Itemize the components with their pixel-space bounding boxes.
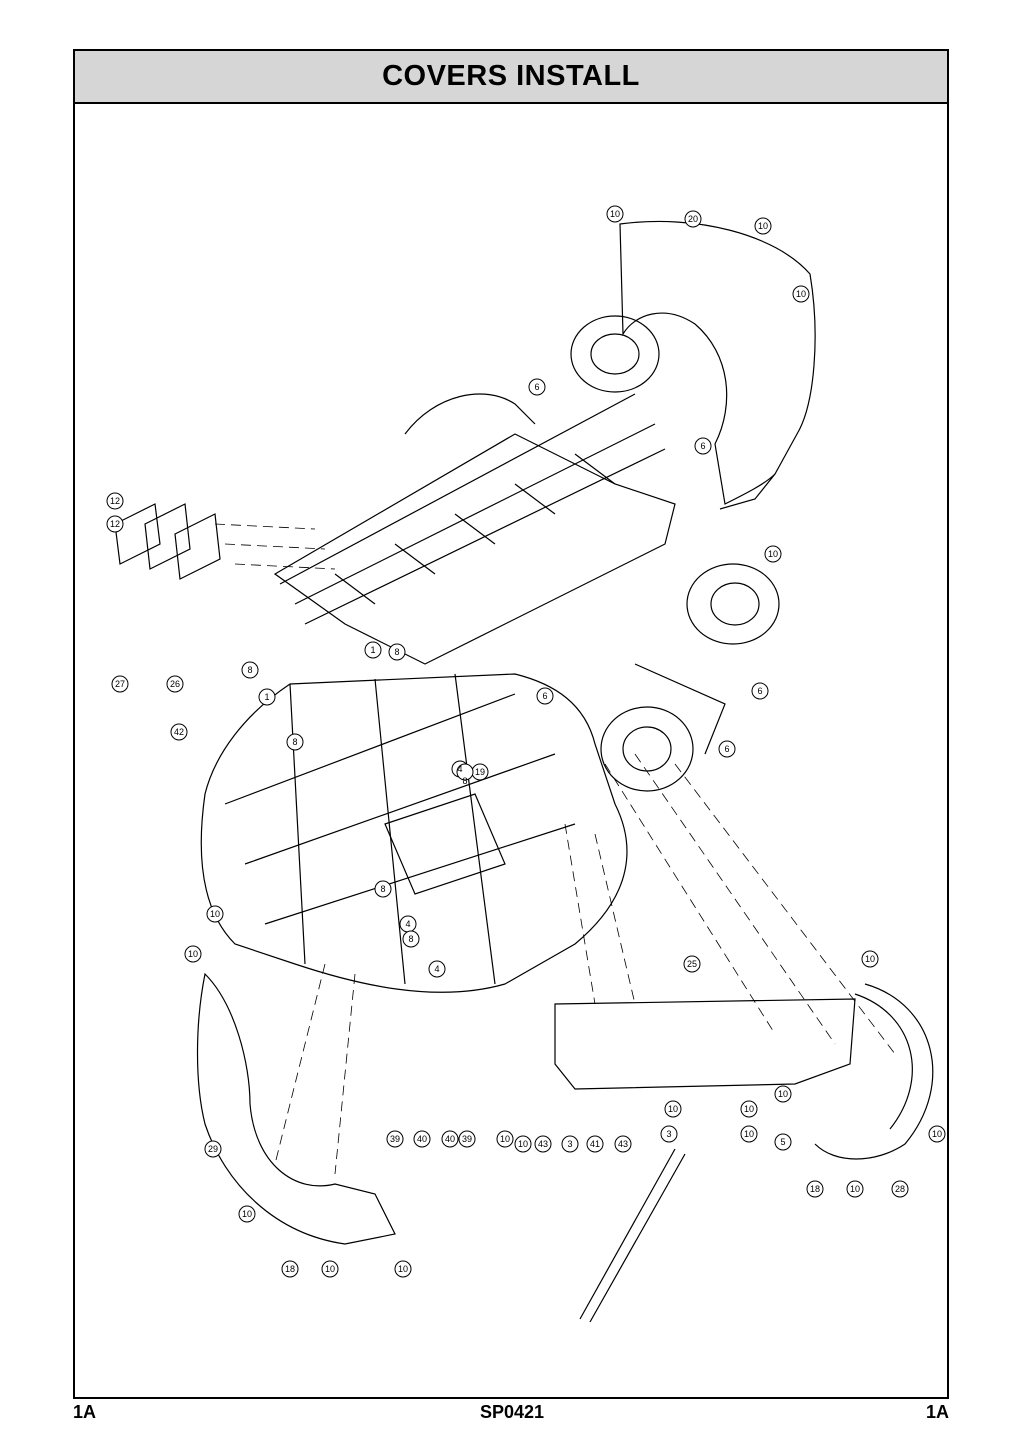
callout-label: 10 — [796, 289, 806, 299]
callout-label: 1 — [264, 692, 269, 702]
callout-label: 10 — [500, 1134, 510, 1144]
callout-label: 8 — [292, 737, 297, 747]
callout-label: 8 — [408, 934, 413, 944]
callout-label: 27 — [115, 679, 125, 689]
callout-label: 10 — [242, 1209, 252, 1219]
callout-label: 10 — [850, 1184, 860, 1194]
callout-label: 40 — [445, 1134, 455, 1144]
callout-label: 12 — [110, 519, 120, 529]
callout-label: 40 — [417, 1134, 427, 1144]
callout-label: 10 — [768, 549, 778, 559]
callout-label: 43 — [618, 1139, 628, 1149]
title-bar: COVERS INSTALL — [75, 51, 947, 104]
callout-label: 42 — [174, 727, 184, 737]
side-plates — [114, 503, 221, 580]
page-frame: COVERS INSTALL — [73, 49, 949, 1399]
callout-label: 8 — [247, 665, 252, 675]
exploded-parts-diagram: 10 20 10 10 6 6 10 12 12 27 26 8 1 8 1 8… — [106, 205, 946, 1323]
callout-label: 1 — [370, 645, 375, 655]
callout-label: 8 — [380, 884, 385, 894]
callout-label: 6 — [724, 744, 729, 754]
callout-label: 10 — [188, 949, 198, 959]
callout-label: 3 — [567, 1139, 572, 1149]
wheel-rear-left — [600, 706, 694, 792]
callout-label: 39 — [390, 1134, 400, 1144]
wheel-front-right — [570, 315, 660, 393]
callout-label: 3 — [666, 1129, 671, 1139]
callout-label: 8 — [394, 647, 399, 657]
wheel-rear-right — [686, 563, 780, 645]
callout-label: 10 — [210, 909, 220, 919]
footer-part-number: SP0421 — [479, 1402, 545, 1422]
callout-label: 10 — [744, 1104, 754, 1114]
callout-label: 25 — [687, 959, 697, 969]
callout-label: 10 — [865, 954, 875, 964]
chassis-frame — [273, 433, 676, 665]
callout-label: 10 — [932, 1129, 942, 1139]
callout-label: 20 — [688, 214, 698, 224]
callout-label: 6 — [542, 691, 547, 701]
callout-label: 29 — [208, 1144, 218, 1154]
callout-label: 10 — [744, 1129, 754, 1139]
callout-label: 10 — [668, 1104, 678, 1114]
callout-label: 10 — [778, 1089, 788, 1099]
callout-label: 19 — [475, 767, 485, 777]
callout-label: 41 — [590, 1139, 600, 1149]
callout-label: 4 — [434, 964, 439, 974]
callout-label: 4 — [405, 919, 410, 929]
callout-label: 10 — [325, 1264, 335, 1274]
right-fender-cover — [619, 220, 816, 505]
footer-left-code: 1A — [73, 1402, 97, 1422]
support-bar — [579, 1148, 686, 1323]
callout-label: 10 — [758, 221, 768, 231]
callout-label: 12 — [110, 496, 120, 506]
callout-label: 18 — [285, 1264, 295, 1274]
callout-label: 5 — [780, 1137, 785, 1147]
callout-label: 43 — [538, 1139, 548, 1149]
callout-label: 10 — [518, 1139, 528, 1149]
bottom-cover-plate — [554, 998, 856, 1090]
callout-label: 26 — [170, 679, 180, 689]
console-box — [384, 793, 506, 895]
left-fender-cover — [196, 972, 396, 1245]
footer-right-code: 1A — [925, 1402, 949, 1422]
callout-label: 39 — [462, 1134, 472, 1144]
callout-label: 10 — [398, 1264, 408, 1274]
guard-cage — [200, 673, 628, 993]
callout-label: 6 — [534, 382, 539, 392]
callout-label: 6 — [757, 686, 762, 696]
callout-label: 18 — [810, 1184, 820, 1194]
callout-label: 6 — [700, 441, 705, 451]
arc-guard — [814, 983, 934, 1160]
callout-label: 4 — [457, 764, 462, 774]
page-title: COVERS INSTALL — [382, 60, 640, 92]
callout-label: 28 — [895, 1184, 905, 1194]
callout-label: 8 — [462, 776, 467, 786]
callout-label: 10 — [610, 209, 620, 219]
